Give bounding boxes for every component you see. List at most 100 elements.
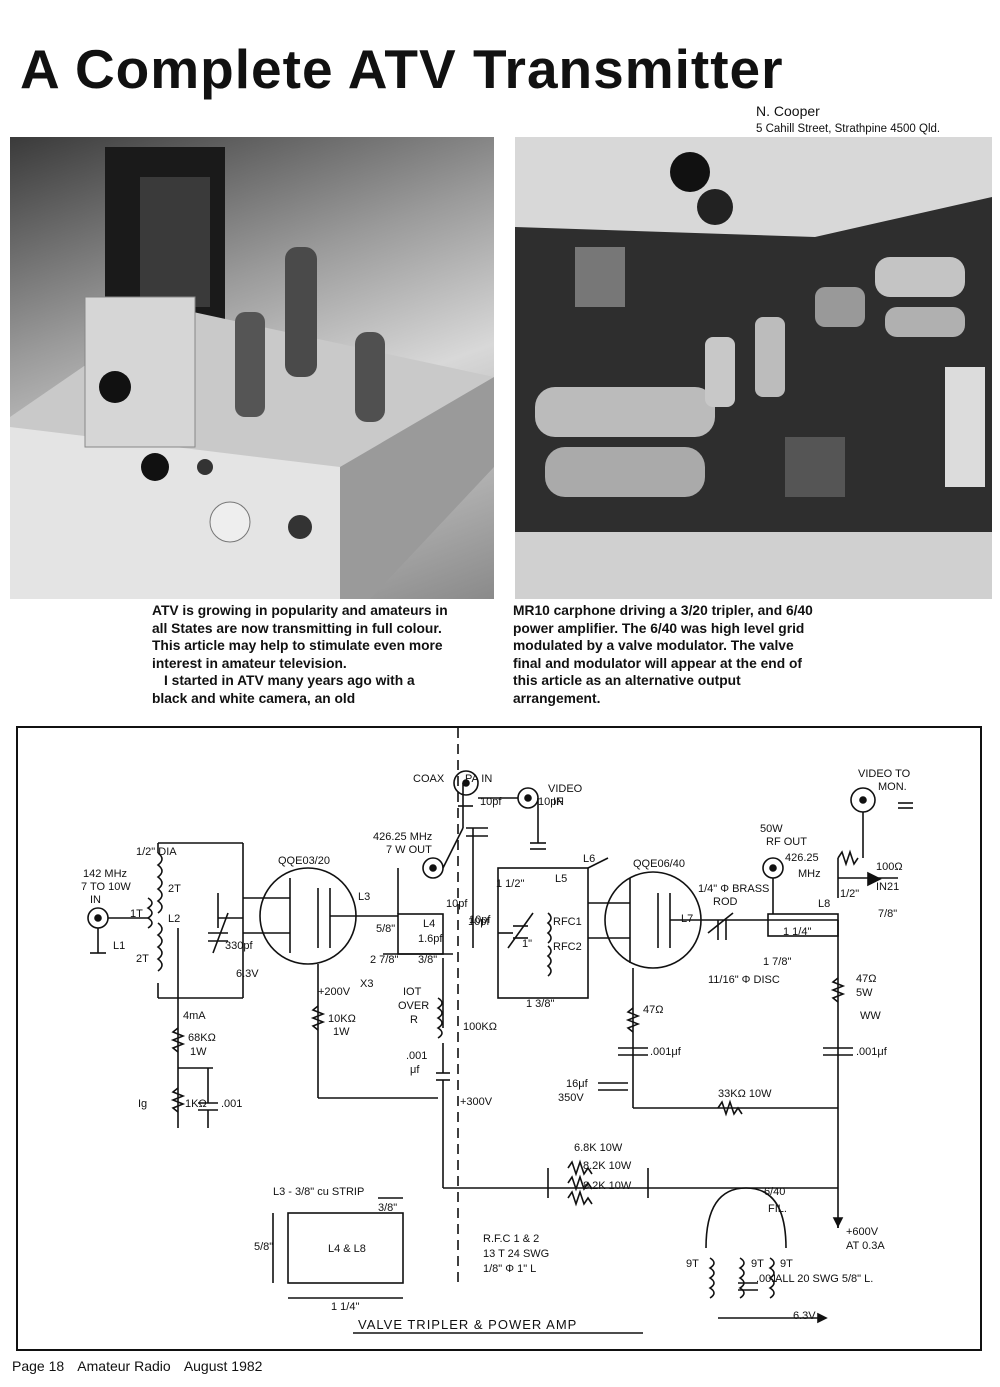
label-l2: L2 bbox=[168, 913, 181, 925]
schematic-labels: COAX PA IN VIDEO IN VIDEO TO MON. 142 MH… bbox=[18, 728, 980, 1349]
label-10pf-d: 10pf bbox=[469, 914, 491, 926]
label-68k: 68KΩ bbox=[188, 1032, 216, 1044]
label-video-mon: VIDEO TO bbox=[858, 768, 911, 780]
footer-page: Page 18 bbox=[12, 1358, 65, 1374]
schematic-caption: VALVE TRIPLER & POWER AMP bbox=[358, 1317, 578, 1332]
label-d12: 1/2" bbox=[840, 888, 860, 900]
label-47r-b: 47Ω bbox=[856, 973, 877, 985]
author-name: N. Cooper bbox=[756, 103, 820, 119]
label-l8: L8 bbox=[818, 898, 831, 910]
label-disc: 11/16" Φ DISC bbox=[708, 974, 780, 986]
label-video-in-2: IN bbox=[553, 796, 564, 808]
label-1k: 1KΩ bbox=[185, 1098, 207, 1110]
label-rf-426: 426.25 bbox=[785, 852, 819, 864]
photo-transmitter-interior bbox=[515, 137, 992, 599]
label-9t-b: 9T bbox=[751, 1258, 764, 1270]
label-out-426: 426.25 MHz bbox=[373, 831, 433, 843]
label-d1: 1" bbox=[522, 938, 533, 950]
label-pa-in: PA IN bbox=[465, 773, 493, 785]
label-2t-a: 2T bbox=[168, 883, 181, 895]
label-d114: 1 1/4" bbox=[783, 926, 812, 938]
label-input-in: IN bbox=[90, 894, 101, 906]
label-d78: 7/8" bbox=[878, 908, 898, 920]
label-l3: L3 bbox=[358, 891, 371, 903]
label-8k2-b: 8.2K 10W bbox=[583, 1180, 632, 1192]
label-d278: 2 7/8" bbox=[370, 954, 399, 966]
label-l1: L1 bbox=[113, 940, 126, 952]
label-33k: 33KΩ 10W bbox=[718, 1088, 772, 1100]
label-fil-1: 6/40 bbox=[764, 1186, 786, 1198]
label-input-freq: 142 MHz bbox=[83, 868, 128, 880]
photo-interior-drawing bbox=[515, 137, 992, 599]
label-strip: L3 - 3/8" cu STRIP bbox=[273, 1186, 365, 1198]
label-d114b: 1 1/4" bbox=[331, 1301, 360, 1313]
label-16uf: 16μf bbox=[566, 1078, 588, 1090]
label-ig: Ig bbox=[138, 1098, 148, 1110]
label-rfc-3: 1/8" Φ 1" L bbox=[483, 1263, 537, 1275]
label-6v3: 6.3V bbox=[236, 968, 259, 980]
label-47r-a: 47Ω bbox=[643, 1004, 664, 1016]
label-330pf: 330pf bbox=[225, 940, 253, 952]
label-d178: 1 7/8" bbox=[763, 956, 792, 968]
label-d58: 5/8" bbox=[376, 923, 396, 935]
label-1t: 1T bbox=[130, 908, 143, 920]
label-l4l8: L4 & L8 bbox=[328, 1243, 366, 1255]
label-mhz: MHz bbox=[798, 868, 821, 880]
photo-transmitter-exterior bbox=[10, 137, 494, 599]
label-l5: L5 bbox=[555, 873, 568, 885]
label-in21: IN21 bbox=[876, 881, 900, 893]
label-plus200: +200V bbox=[318, 986, 351, 998]
label-10pf-a: 10pf bbox=[480, 796, 502, 808]
label-d138: 1 3/8" bbox=[526, 998, 555, 1010]
label-over: OVER bbox=[398, 1000, 430, 1012]
paragraph: MR10 carphone driving a 3/20 tripler, an… bbox=[513, 603, 813, 706]
label-rfc-2: 13 T 24 SWG bbox=[483, 1248, 550, 1260]
label-8k2-a: 8.2K 10W bbox=[583, 1160, 632, 1172]
label-10pf-e: 10pf bbox=[468, 916, 490, 928]
label-10k: 10KΩ bbox=[328, 1013, 356, 1025]
label-350v: 350V bbox=[558, 1092, 584, 1104]
label-9t-c: 9T bbox=[780, 1258, 793, 1270]
label-d58b: 5/8" bbox=[254, 1241, 274, 1253]
label-qqe0320: QQE03/20 bbox=[278, 855, 330, 867]
label-l7: L7 bbox=[681, 913, 694, 925]
label-l6: L6 bbox=[583, 853, 596, 865]
label-swg: ALL 20 SWG 5/8" L. bbox=[775, 1273, 874, 1285]
label-rfc-1: R.F.C 1 & 2 bbox=[483, 1233, 540, 1245]
label-d38: 3/8" bbox=[418, 954, 438, 966]
label-2t-b: 2T bbox=[136, 953, 149, 965]
schematic-diagram: COAX PA IN VIDEO IN VIDEO TO MON. 142 MH… bbox=[16, 726, 982, 1351]
label-7w-out: 7 W OUT bbox=[386, 844, 432, 856]
label-l4: L4 bbox=[423, 918, 436, 930]
label-10k-w: 1W bbox=[333, 1026, 350, 1038]
label-d38b: 3/8" bbox=[378, 1202, 398, 1214]
label-001b: .001 bbox=[406, 1050, 428, 1062]
paragraph: I started in ATV many years ago with a b… bbox=[152, 673, 415, 706]
label-brass: 1/4" Φ BRASS bbox=[698, 883, 770, 895]
label-fil-2: FIL. bbox=[768, 1203, 787, 1215]
label-qqe0640: QQE06/40 bbox=[633, 858, 685, 870]
label-100k: 100KΩ bbox=[463, 1021, 497, 1033]
paragraph: ATV is growing in popularity and amateur… bbox=[152, 603, 448, 671]
label-l4-cap: 1.6pf bbox=[418, 933, 443, 945]
author-address: 5 Cahill Street, Strathpine 4500 Qld. bbox=[756, 123, 941, 135]
label-6v3b: 6.3V bbox=[793, 1310, 816, 1322]
label-6k8: 6.8K 10W bbox=[574, 1142, 623, 1154]
label-47r-b-w: 5W bbox=[856, 987, 873, 999]
page-footer: Page 18 Amateur Radio August 1982 bbox=[12, 1358, 272, 1374]
label-600v: +600V bbox=[846, 1226, 879, 1238]
label-x3: X3 bbox=[360, 978, 374, 990]
label-10pf-b: 10pF bbox=[538, 796, 564, 808]
label-rf-50w: 50W bbox=[760, 823, 783, 835]
label-10pf-c: 10pf bbox=[446, 898, 468, 910]
body-column-1: ATV is growing in popularity and amateur… bbox=[152, 602, 452, 708]
article-title: A Complete ATV Transmitter bbox=[20, 38, 784, 100]
label-ww: WW bbox=[860, 1010, 881, 1022]
footer-date: August 1982 bbox=[183, 1358, 263, 1374]
label-video-mon-2: MON. bbox=[878, 781, 907, 793]
label-input-power: 7 TO 10W bbox=[81, 881, 131, 893]
label-0a3: AT 0.3A bbox=[846, 1240, 885, 1252]
label-rfc1: RFC1 bbox=[553, 916, 582, 928]
label-rfc2: RFC2 bbox=[553, 941, 582, 953]
label-d112: 1 1/2" bbox=[496, 878, 525, 890]
